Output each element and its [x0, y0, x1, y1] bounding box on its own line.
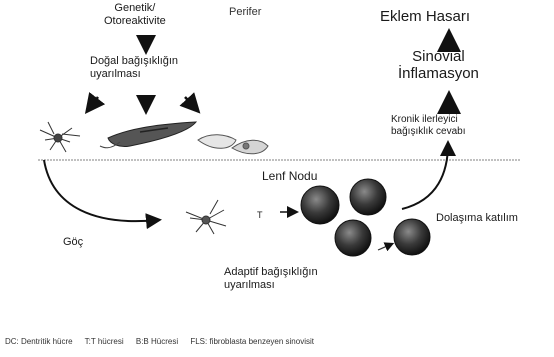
sinovial-inflamasyon-label: Sinovial İnflamasyon [398, 48, 479, 83]
adaptif-line2: uyarılması [224, 279, 318, 292]
legend-b: B:B Hücresi [136, 337, 178, 346]
lymphocyte-2 [350, 179, 386, 215]
legend-dc: DC: Dentritik hücre [5, 337, 73, 346]
kronik-line1: Kronik ilerleyici [391, 114, 465, 126]
genetik-line1: Genetik/ [104, 2, 166, 15]
dogal-bagisiklik-label: Doğal bağışıklığın uyarılması [90, 55, 178, 80]
kronik-bagisiklik-label: Kronik ilerleyici bağışıklık cevabı [391, 114, 465, 137]
abbreviation-legend: DC: Dentritik hücre T:T hücresi B:B Hücr… [5, 337, 324, 346]
elongated-immune-cell [100, 122, 196, 148]
adaptif-line1: Adaptif bağışıklığın [224, 266, 318, 279]
lymph-to-kronik-arrow [402, 144, 448, 209]
legend-t: T:T hücresi [85, 337, 124, 346]
perifer-label: Perifer [229, 6, 261, 19]
sinovial-line1: Sinovial [398, 48, 479, 65]
dogal-line2: uyarılması [90, 68, 178, 81]
stimulus-arrow-right [185, 97, 197, 110]
circulation-arrow [378, 244, 392, 250]
eklem-hasari-label: Eklem Hasarı [380, 8, 470, 25]
genetik-label: Genetik/ Otoreaktivite [104, 2, 166, 27]
legend-fls: FLS: fibroblasta benzeyen sinovisit [190, 337, 314, 346]
genetik-line2: Otoreaktivite [104, 15, 166, 28]
lymphocyte-3 [335, 220, 371, 256]
lymphocyte-1 [301, 186, 339, 224]
stimulus-arrow-left [88, 97, 98, 110]
dendritic-cell-periphery [40, 122, 80, 152]
lenf-nodu-label: Lenf Nodu [262, 170, 317, 184]
migration-arrow [44, 160, 158, 221]
t-cell-marker: T [257, 210, 263, 220]
kronik-line2: bağışıklık cevabı [391, 126, 465, 138]
sinovial-line2: İnflamasyon [398, 65, 479, 82]
lymphocyte-cluster [301, 179, 430, 256]
dendritic-cell-lymph-node [186, 200, 226, 234]
dogal-line1: Doğal bağışıklığın [90, 55, 178, 68]
lymphocyte-4 [394, 219, 430, 255]
dolasima-katilim-label: Dolaşıma katılım [436, 212, 518, 225]
fibroblast-like-synoviocytes [198, 135, 268, 154]
goc-label: Göç [63, 236, 83, 249]
adaptif-bagisiklik-label: Adaptif bağışıklığın uyarılması [224, 266, 318, 291]
